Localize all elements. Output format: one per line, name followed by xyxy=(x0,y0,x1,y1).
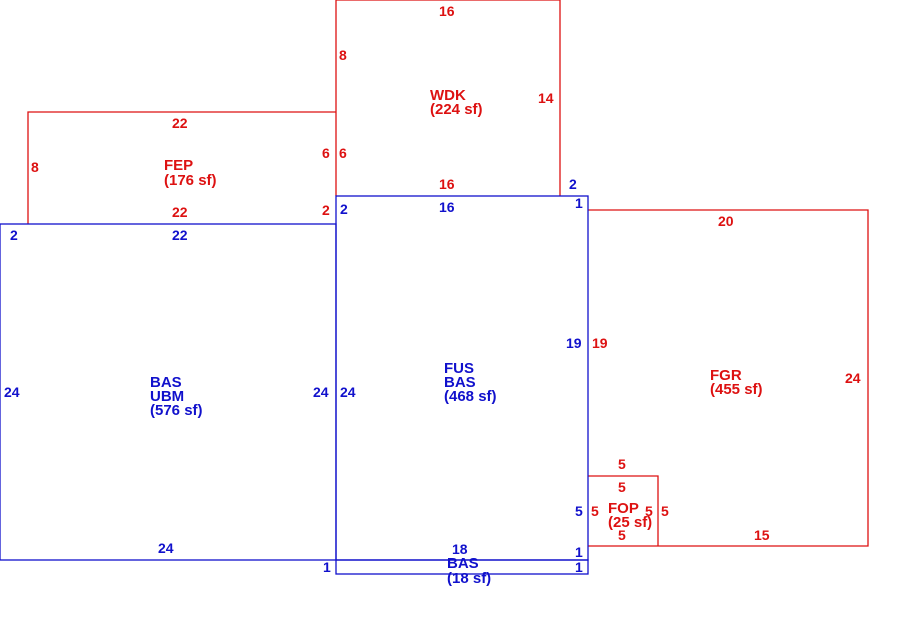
dim-fus-bottom: 18 xyxy=(452,541,468,557)
wdk-label: WDK xyxy=(430,87,466,104)
dim-wdk-bottom: 16 xyxy=(439,176,455,192)
fgr-area: (455 sf) xyxy=(710,381,763,398)
bas-ubm-label-2: UBM xyxy=(150,388,184,405)
bas-small-outline xyxy=(335,559,589,575)
dim-fop-left-inner: 5 xyxy=(591,503,599,519)
dim-fgr-right: 24 xyxy=(845,370,861,386)
wdk-area: (224 sf) xyxy=(430,101,483,118)
dim-fus-bottom-left: 1 xyxy=(323,559,331,575)
dim-fus-left: 24 xyxy=(340,384,356,400)
fgr-outline xyxy=(588,209,869,547)
dim-fop-left-outer: 5 xyxy=(575,503,583,519)
dim-small-right-top: 1 xyxy=(575,544,583,560)
dim-fep-step: 2 xyxy=(322,202,330,218)
fop-label: FOP xyxy=(608,500,639,517)
dim-fgr-left: 19 xyxy=(592,335,608,351)
fop-outline xyxy=(588,475,659,546)
dim-fep-right: 6 xyxy=(322,145,330,161)
dim-fep-bottom: 22 xyxy=(172,204,188,220)
dim-fop-top-inner: 5 xyxy=(618,479,626,495)
dim-bas-left: 24 xyxy=(4,384,20,400)
fep-label: FEP xyxy=(164,157,193,174)
dim-bas-top: 22 xyxy=(172,227,188,243)
bas-ubm-area: (576 sf) xyxy=(150,402,203,419)
bas-small-label: BAS xyxy=(447,555,479,572)
dim-bas-left-step: 2 xyxy=(10,227,18,243)
dim-fop-right-outer: 5 xyxy=(661,503,669,519)
fep-area: (176 sf) xyxy=(164,172,217,189)
dim-fop-top-outer: 5 xyxy=(618,456,626,472)
dim-fep-left: 8 xyxy=(31,159,39,175)
bas-ubm-label-1: BAS xyxy=(150,374,182,391)
dim-bas-bottom: 24 xyxy=(158,540,174,556)
dim-small-right-bottom: 1 xyxy=(575,559,583,575)
dim-fop-right-inner: 5 xyxy=(645,503,653,519)
dim-wdk-right: 14 xyxy=(538,90,554,106)
fep-outline xyxy=(27,111,336,224)
dim-fus-top: 16 xyxy=(439,199,455,215)
fus-bas-label-1: FUS xyxy=(444,360,474,377)
fus-bas-area: (468 sf) xyxy=(444,388,497,405)
wdk-outline xyxy=(335,0,561,196)
dim-wdk-left-lower: 6 xyxy=(339,145,347,161)
fop-area: (25 sf) xyxy=(608,514,652,531)
dim-fus-right: 19 xyxy=(566,335,582,351)
dim-fgr-top: 20 xyxy=(718,213,734,229)
dim-fus-step-left: 2 xyxy=(340,201,348,217)
fus-bas-label-2: BAS xyxy=(444,374,476,391)
dim-fgr-bottom: 15 xyxy=(754,527,770,543)
bas-small-area: (18 sf) xyxy=(447,570,491,587)
dim-fus-right-step: 1 xyxy=(575,195,583,211)
dim-fep-top: 22 xyxy=(172,115,188,131)
fgr-label: FGR xyxy=(710,367,742,384)
dim-bas-right: 24 xyxy=(313,384,329,400)
dim-fus-step-top: 2 xyxy=(569,176,577,192)
dim-wdk-top: 16 xyxy=(439,3,455,19)
dim-wdk-left: 8 xyxy=(339,47,347,63)
dim-fop-bottom: 5 xyxy=(618,527,626,543)
